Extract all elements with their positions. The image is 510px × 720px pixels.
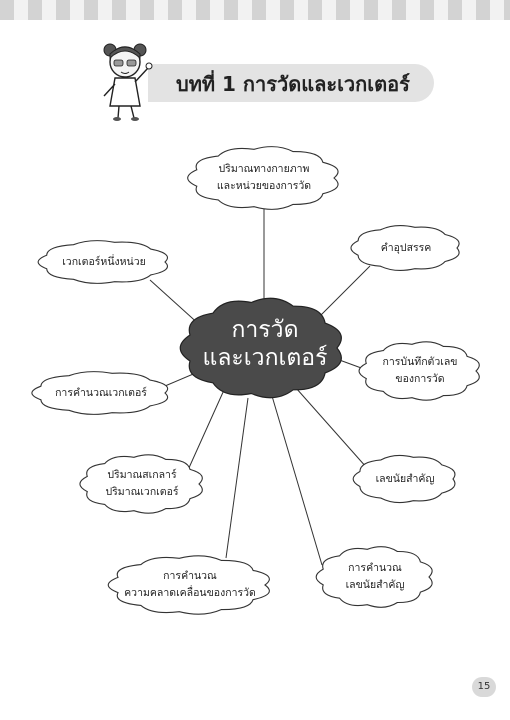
node-label-line: เลขนัยสำคัญ (375, 472, 435, 485)
cloud-scalar-vector (79, 454, 203, 514)
cloud-recording-numbers (358, 341, 480, 401)
center-topic-line2: และเวกเตอร์ (202, 345, 328, 371)
node-label-recording-numbers: การบันทึกตัวเลขของการวัด (364, 354, 476, 388)
cloud-measurement-error (107, 555, 270, 615)
node-label-physical-quantities: ปริมาณทางกายภาพและหน่วยของการวัด (194, 161, 334, 195)
node-label-line: ปริมาณเวกเตอร์ (105, 486, 179, 498)
center-topic-label: การวัด และเวกเตอร์ (190, 316, 340, 372)
chapter-banner (148, 64, 434, 102)
node-label-line: ความคลาดเคลื่อนของการวัด (124, 587, 256, 599)
connector-calculating-sig-figs (271, 395, 323, 566)
node-label-line: การบันทึกตัวเลข (382, 356, 458, 368)
connector-prefixes (317, 265, 371, 319)
node-label-scalar-vector: ปริมาณสเกลาร์ปริมาณเวกเตอร์ (85, 467, 199, 501)
node-label-line: การคำนวณเวกเตอร์ (55, 386, 147, 399)
connector-measurement-error (225, 397, 249, 559)
node-label-line: การคำนวณ (348, 562, 402, 574)
top-decorative-stripe (0, 0, 510, 20)
node-label-prefixes: คำอุปสรรค (355, 240, 457, 257)
node-label-calculating-sig-figs: การคำนวณเลขนัยสำคัญ (321, 560, 429, 594)
node-label-significant-figures: เลขนัยสำคัญ (357, 471, 453, 488)
node-label-line: ปริมาณทางกายภาพ (218, 163, 310, 175)
connector-significant-figures (295, 387, 368, 469)
node-label-unit-vector: เวกเตอร์หนึ่งหน่วย (43, 254, 165, 271)
page-number: 15 (472, 677, 496, 697)
node-label-line: การคำนวณ (163, 570, 217, 582)
cloud-vector-calculation (31, 371, 169, 415)
node-label-line: เวกเตอร์หนึ่งหน่วย (62, 255, 146, 268)
center-topic-cloud (179, 297, 342, 399)
node-label-line: คำอุปสรรค (380, 241, 432, 254)
cloud-unit-vector (37, 240, 168, 284)
node-label-vector-calculation: การคำนวณเวกเตอร์ (37, 385, 165, 402)
node-label-line: และหน่วยของการวัด (216, 180, 312, 192)
mascot-girl-illustration (103, 43, 153, 121)
cloud-prefixes (350, 224, 460, 272)
node-label-measurement-error: การคำนวณความคลาดเคลื่อนของการวัด (115, 568, 265, 602)
center-topic-line1: การวัด (231, 317, 299, 343)
node-label-line: ของการวัด (395, 373, 445, 385)
node-label-line: ปริมาณสเกลาร์ (107, 469, 177, 481)
chapter-title: บทที่ 1 การวัดและเวกเตอร์ (176, 72, 410, 96)
cloud-physical-quantities (187, 146, 339, 210)
cloud-significant-figures (352, 454, 456, 504)
cloud-calculating-sig-figs (315, 546, 433, 608)
connector-scalar-vector (187, 389, 225, 471)
node-label-line: เลขนัยสำคัญ (345, 579, 405, 591)
